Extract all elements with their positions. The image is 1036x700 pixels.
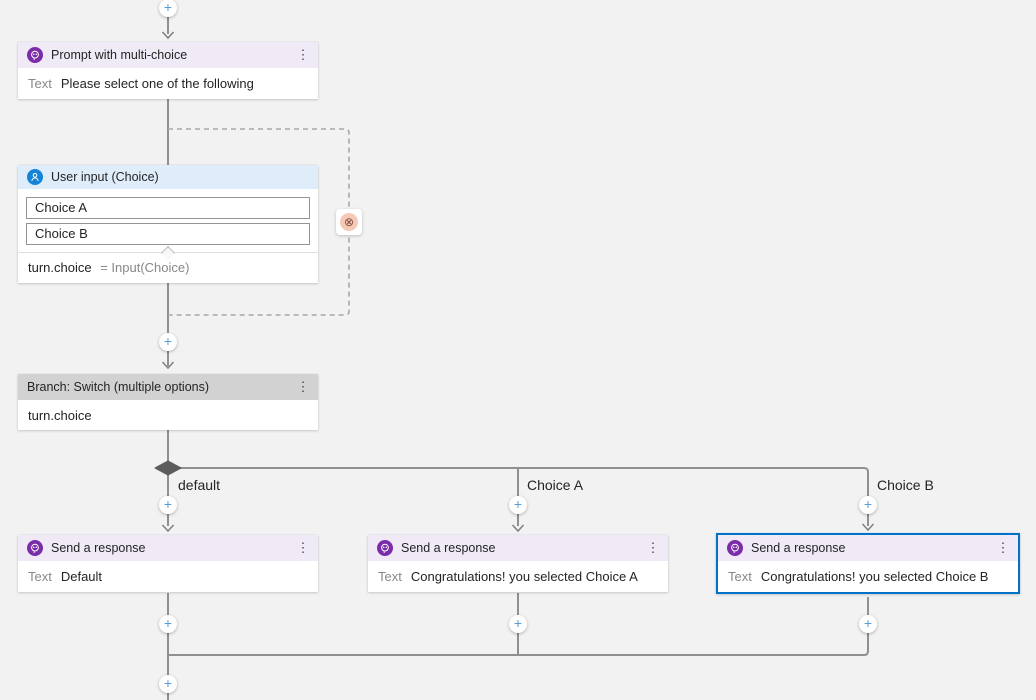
field-value: Congratulations! you selected Choice B [760,569,989,584]
field-value: Default [60,569,103,584]
send-response-node-default[interactable]: Send a response ⋮ Text Default [18,535,318,592]
variable-expression: = Input(Choice) [100,260,190,275]
response-text-row[interactable]: Text Congratulations! you selected Choic… [368,561,668,592]
add-node-button[interactable]: + [159,615,177,633]
branch-diamond-connector [154,460,182,476]
more-options-icon[interactable]: ⋮ [296,47,310,62]
add-node-button[interactable]: + [159,496,177,514]
field-label: Text [378,569,402,584]
prompt-node-title: Prompt with multi-choice [51,48,188,62]
send-response-node-choice-a[interactable]: Send a response ⋮ Text Congratulations! … [368,535,668,592]
response-text-row[interactable]: Text Default [18,561,318,592]
user-input-node[interactable]: User input (Choice) Choice A Choice B tu… [18,165,318,283]
more-options-icon[interactable]: ⋮ [296,379,310,394]
response-node-header: Send a response ⋮ [718,535,1018,561]
field-label: Text [728,569,752,584]
user-icon [27,169,43,185]
branch-label-choice-b: Choice B [877,477,934,493]
bot-message-icon [27,540,43,556]
branch-node-title: Branch: Switch (multiple options) [27,380,210,394]
bot-message-icon [27,47,43,63]
prompt-node[interactable]: Prompt with multi-choice ⋮ Text Please s… [18,42,318,99]
add-node-button[interactable]: + [509,615,527,633]
collapse-divider [18,245,318,261]
more-options-icon[interactable]: ⋮ [296,540,310,555]
branch-condition-row[interactable]: turn.choice [18,400,318,430]
retry-escalate-button[interactable]: ⊗ [336,209,362,235]
response-text-row[interactable]: Text Congratulations! you selected Choic… [718,561,1018,592]
branch-condition-value: turn.choice [28,407,92,423]
response-node-title: Send a response [751,541,846,555]
choice-option-b[interactable]: Choice B [26,223,310,245]
branch-switch-node[interactable]: Branch: Switch (multiple options) ⋮ turn… [18,374,318,430]
field-label: Text [28,569,52,584]
branch-label-default: default [178,477,221,493]
user-input-node-header: User input (Choice) [18,165,318,189]
response-node-title: Send a response [51,541,146,555]
prompt-node-header: Prompt with multi-choice ⋮ [18,42,318,68]
variable-name: turn.choice [28,260,92,275]
add-node-button[interactable]: + [159,0,177,17]
response-node-header: Send a response ⋮ [368,535,668,561]
user-input-node-title: User input (Choice) [51,170,159,184]
choice-option-a[interactable]: Choice A [26,197,310,219]
add-node-button[interactable]: + [159,333,177,351]
field-value: Please select one of the following [60,76,254,91]
branch-node-header: Branch: Switch (multiple options) ⋮ [18,374,318,400]
prompt-text-row[interactable]: Text Please select one of the following [18,68,318,99]
add-node-button[interactable]: + [859,615,877,633]
add-node-button[interactable]: + [159,675,177,693]
escalate-icon: ⊗ [340,213,358,231]
bot-message-icon [377,540,393,556]
branch-label-choice-a: Choice A [527,477,584,493]
send-response-node-choice-b[interactable]: Send a response ⋮ Text Congratulations! … [716,533,1020,594]
field-value: Congratulations! you selected Choice A [410,569,638,584]
response-node-header: Send a response ⋮ [18,535,318,561]
add-node-button[interactable]: + [509,496,527,514]
choice-list: Choice A Choice B [18,189,318,245]
more-options-icon[interactable]: ⋮ [996,540,1010,555]
more-options-icon[interactable]: ⋮ [646,540,660,555]
bot-message-icon [727,540,743,556]
response-node-title: Send a response [401,541,496,555]
add-node-button[interactable]: + [859,496,877,514]
field-label: Text [28,76,52,91]
